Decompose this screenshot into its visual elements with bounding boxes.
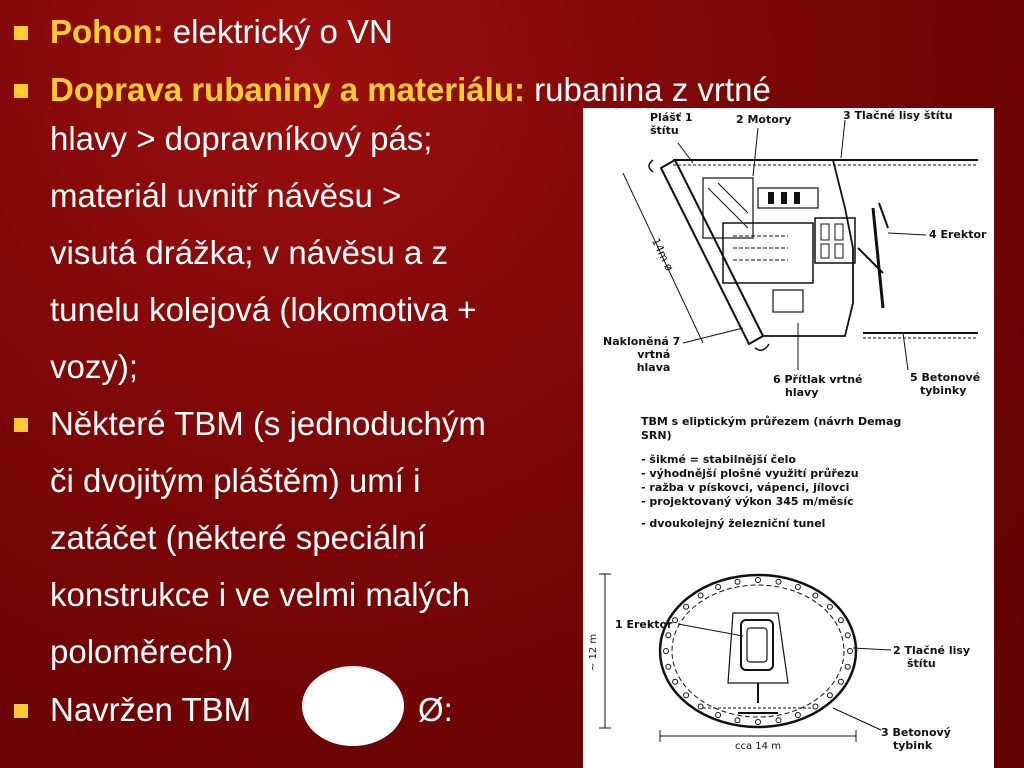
segment-mark xyxy=(812,592,819,599)
segment-mark xyxy=(755,577,761,583)
label-erektor-section: 1 Erektor xyxy=(615,618,673,631)
label-erektor: 4 Erektor xyxy=(929,228,987,241)
diameter-symbol: Ø: xyxy=(418,691,453,728)
segment-mark xyxy=(844,632,851,639)
segment-mark xyxy=(775,578,782,585)
tbm-drawing xyxy=(599,119,978,742)
bullet-marker xyxy=(14,84,28,98)
bullet-text: elektrický o VN xyxy=(163,13,393,50)
segment-mark xyxy=(672,617,679,624)
label-motory: 2 Motory xyxy=(736,113,792,126)
segment-mark xyxy=(663,648,669,654)
segment-mark xyxy=(665,632,672,639)
bullet-continuation: zatáčet (některé speciální xyxy=(50,519,427,556)
segment-mark xyxy=(683,603,690,610)
segment-mark xyxy=(837,678,844,685)
bullet-line: Doprava rubaniny a materiálu: rubanina z… xyxy=(50,71,771,109)
bullet-text: rubanina z vrtné xyxy=(524,71,771,108)
bullet-line: Některé TBM (s jednoduchým xyxy=(50,405,486,442)
bullet-label: Pohon: xyxy=(50,13,164,50)
segment-marks xyxy=(663,577,853,725)
segment-mark xyxy=(812,703,819,710)
segment-mark xyxy=(794,584,801,590)
segment-mark xyxy=(826,603,833,610)
label-lisy: 3 Tlačné lisy štítu xyxy=(843,109,953,122)
bullet-continuation: tunelu kolejová (lokomotiva + xyxy=(50,291,477,328)
segment-mark xyxy=(794,712,801,718)
bullet-marker xyxy=(14,418,28,432)
segment-mark xyxy=(672,678,679,685)
bullet-continuation: poloměrech) xyxy=(50,633,234,670)
bullet-continuation: konstrukce i ve velmi malých xyxy=(50,576,470,613)
blank-oval xyxy=(302,666,404,746)
bullet-line: Navržen TBM xyxy=(50,691,252,728)
segment-mark xyxy=(844,663,851,670)
label-width: cca 14 m xyxy=(735,741,781,752)
segment-mark xyxy=(715,712,722,718)
segment-mark xyxy=(683,692,690,699)
segment-mark xyxy=(734,717,741,724)
segment-mark xyxy=(826,692,833,699)
segment-mark xyxy=(665,663,672,670)
segment-mark xyxy=(847,648,853,654)
bullet-continuation: hlavy > dopravníkový pás; xyxy=(50,120,433,157)
bullet-marker xyxy=(14,26,28,40)
segment-mark xyxy=(715,584,722,590)
bullet-continuation: vozy); xyxy=(50,348,139,385)
label-height: ~ 12 m xyxy=(588,633,600,672)
bullet-continuation: materiál uvnitř návěsu > xyxy=(50,177,402,214)
segment-mark xyxy=(697,592,704,599)
bullet-marker xyxy=(14,704,28,718)
segment-mark xyxy=(697,703,704,710)
segment-mark xyxy=(755,719,761,725)
segment-mark xyxy=(837,617,844,624)
segment-mark xyxy=(734,578,741,585)
bullet-continuation: visutá drážka; v návěsu a z xyxy=(50,234,449,271)
figure-caption: TBM s eliptickým průřezem (návrh Demag S… xyxy=(641,415,902,530)
bullet-continuation: či dvojitým pláštěm) umí i xyxy=(50,462,421,499)
bullet-label: Doprava rubaniny a materiálu: xyxy=(50,71,525,108)
segment-mark xyxy=(775,717,782,724)
bullet-line: Pohon: elektrický o VN xyxy=(50,13,393,51)
